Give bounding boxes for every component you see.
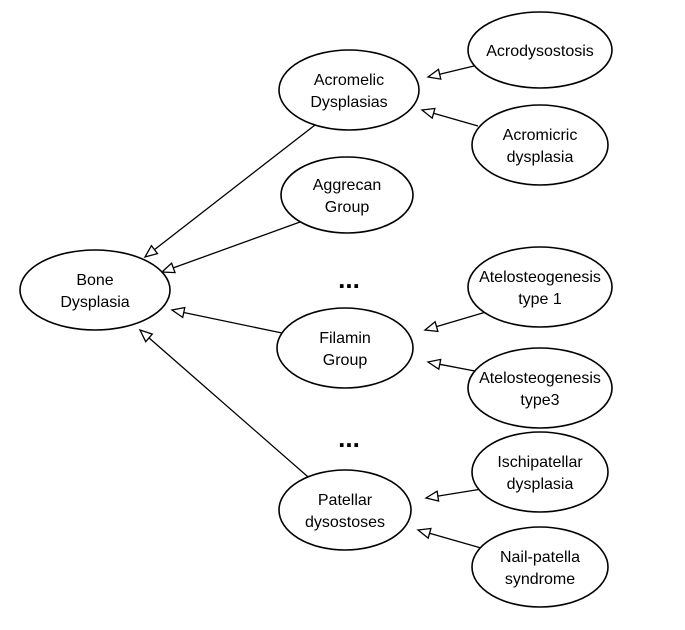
arrowhead-icon <box>138 328 154 343</box>
node-label: Group <box>323 352 368 369</box>
edge-line <box>154 124 316 251</box>
node-acromicric: Acromicric dysplasia <box>471 104 609 186</box>
node-shape <box>278 49 420 131</box>
node-label: Acrodysostosis <box>486 43 594 60</box>
node-label: syndrome <box>505 571 575 588</box>
edge-line <box>183 311 283 334</box>
node-label: dysplasia <box>507 476 574 493</box>
node-shape <box>280 156 414 234</box>
arrowhead-icon <box>426 358 442 371</box>
node-acrodysostosis: Acrodysostosis <box>467 11 613 89</box>
edge-atelo1-filamin <box>423 311 487 333</box>
node-label: Dysplasia <box>60 294 129 311</box>
ellipsis-layer: ... ... <box>338 264 360 453</box>
node-label: Filamin <box>319 330 371 347</box>
arrowhead-icon <box>143 244 159 259</box>
node-shape <box>467 246 613 328</box>
node-label: Nail-patella <box>500 549 580 566</box>
edge-nailpatella-patellar <box>416 527 489 551</box>
edge-aggrecan-bone <box>160 221 301 274</box>
node-shape <box>276 307 414 389</box>
edge-acromelic-bone <box>143 124 316 259</box>
node-nailpatella: Nail-patella syndrome <box>471 526 609 608</box>
edge-filamin-bone <box>170 306 283 334</box>
edges-layer <box>138 64 489 551</box>
node-shape <box>467 11 613 89</box>
edge-line <box>439 64 479 75</box>
node-shape <box>471 431 609 513</box>
node-label: Dysplasias <box>310 94 387 111</box>
edge-patellar-bone <box>138 328 316 484</box>
edge-line <box>173 221 301 269</box>
node-label: Acromelic <box>314 72 384 89</box>
node-atelo3: Atelosteogenesis type3 <box>467 347 613 429</box>
arrowhead-icon <box>426 68 442 80</box>
edge-line <box>433 112 479 127</box>
node-label: Group <box>325 199 370 216</box>
node-label: type 1 <box>518 291 562 308</box>
node-atelo1: Atelosteogenesis type 1 <box>467 246 613 328</box>
edge-line <box>148 337 316 484</box>
node-shape <box>19 249 171 331</box>
node-shape <box>467 347 613 429</box>
arrowhead-icon <box>423 320 439 333</box>
arrowhead-icon <box>416 527 432 540</box>
arrowhead-icon <box>170 306 186 319</box>
node-label: type3 <box>520 392 559 409</box>
edge-acrodysostosis-acromelic <box>426 64 479 80</box>
node-label: Acromicric <box>503 127 578 144</box>
node-label: Bone <box>76 272 113 289</box>
arrowhead-icon <box>160 262 176 274</box>
edge-atelo3-filamin <box>426 358 481 373</box>
edge-line <box>439 363 481 373</box>
arrowhead-icon <box>424 490 440 502</box>
ellipsis-indicator-2: ... <box>338 423 360 453</box>
node-shape <box>471 526 609 608</box>
node-patellar: Patellar dysostoses <box>278 469 412 551</box>
node-label: Atelosteogenesis <box>479 269 601 286</box>
node-label: dysostoses <box>305 514 385 531</box>
node-label: dysplasia <box>507 149 574 166</box>
node-label: Ischipatellar <box>497 454 583 471</box>
node-shape <box>278 469 412 551</box>
node-label: Atelosteogenesis <box>479 370 601 387</box>
edge-acromicric-acromelic <box>420 107 479 127</box>
node-label: Patellar <box>318 492 373 509</box>
node-ischipatellar: Ischipatellar dysplasia <box>471 431 609 513</box>
node-shape <box>471 104 609 186</box>
ellipsis-indicator-1: ... <box>338 264 360 294</box>
edge-line <box>429 532 489 551</box>
node-label: Aggrecan <box>313 177 382 194</box>
edge-line <box>436 311 487 328</box>
arrowhead-icon <box>420 107 436 120</box>
